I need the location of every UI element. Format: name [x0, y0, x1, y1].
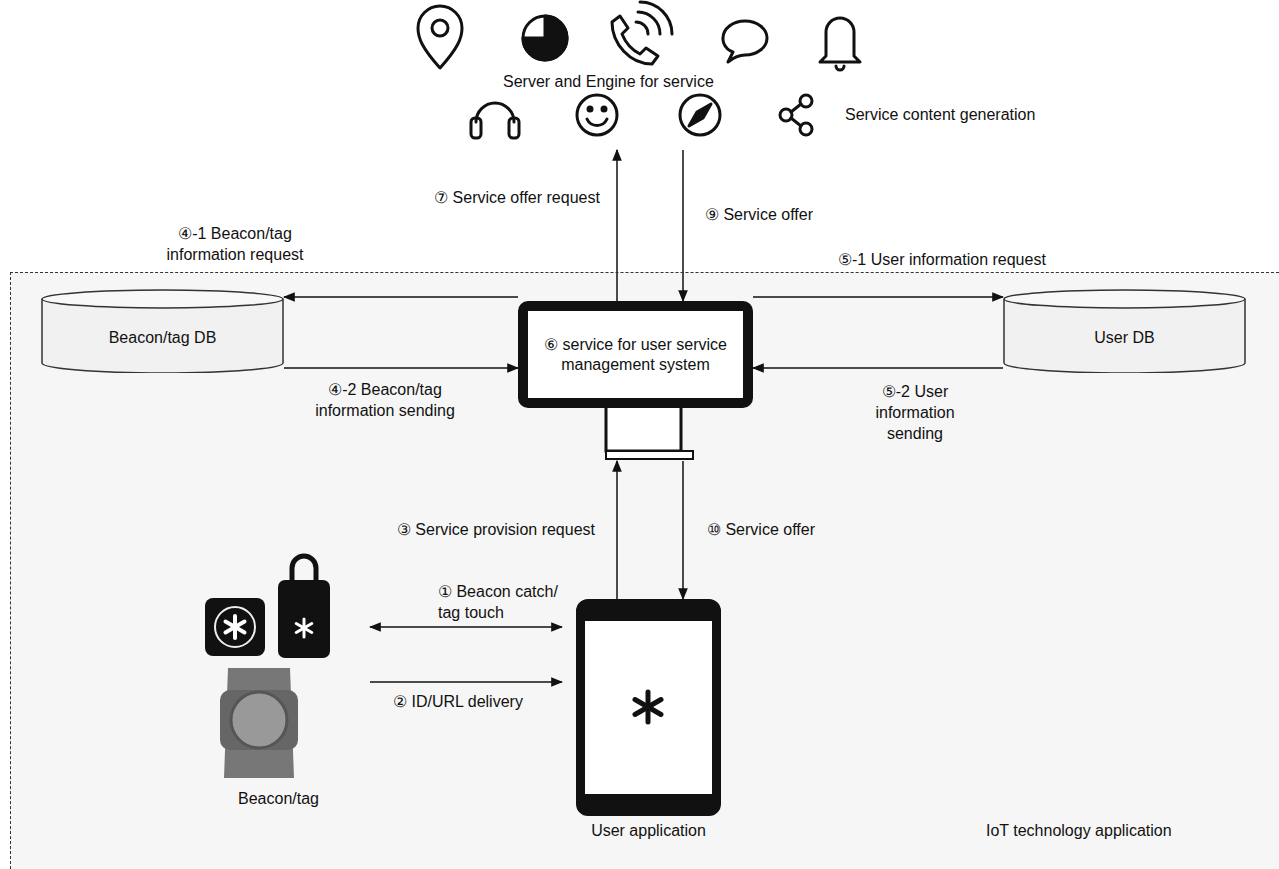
arrow-connector	[284, 296, 518, 298]
system-name: ⑥ service for user service management sy…	[543, 335, 728, 373]
iot-region: IoT technology application Beacon/tag DB ⑥…	[10, 272, 1279, 869]
database-name: User DB	[1003, 289, 1246, 373]
database-cylinder: User DB	[1003, 289, 1246, 373]
asterisk-stroke	[635, 700, 661, 715]
arrow-connector	[370, 626, 562, 628]
region-ground	[10, 272, 1279, 869]
database-cylinder: Beacon/tag DB	[41, 289, 284, 373]
arrow-connector	[753, 367, 1003, 369]
arrow-connector	[682, 150, 684, 301]
beacon-illustration	[205, 556, 330, 778]
engine-title: Server and Engine for service	[503, 72, 763, 92]
arrow-connector	[370, 681, 562, 683]
arrow-connector	[753, 296, 1003, 298]
edge-label: ③ Service provision request	[330, 520, 595, 541]
arrow-connector	[284, 367, 518, 369]
phone-box: User application	[576, 599, 721, 816]
edge-label: ⑦ Service offer request	[432, 188, 602, 209]
monitor-box: ⑥ service for user service management sy…	[518, 301, 753, 461]
cylinder-top	[1004, 290, 1245, 308]
device-caption: User application	[546, 821, 751, 841]
beacon-tag-group: Beacon/tag	[191, 561, 366, 813]
monitor-screen: ⑥ service for user service management sy…	[518, 301, 753, 408]
asterisk-stroke	[225, 622, 244, 633]
service-icons	[418, 2, 860, 138]
region-title: IoT technology application	[986, 821, 1246, 841]
database-name: Beacon/tag DB	[41, 289, 284, 373]
edge-label: ⑨ Service offer	[705, 205, 875, 226]
stand-base	[606, 451, 693, 459]
arrow-connector	[616, 461, 618, 599]
cylinder-top	[42, 290, 283, 308]
asterisk-stroke	[635, 700, 661, 715]
engine-subtitle: Service content generation	[845, 105, 1095, 125]
edge-label: ⑤-1 User information request	[838, 250, 1138, 271]
asterisk-stroke	[296, 624, 312, 633]
stand-neck	[606, 406, 681, 451]
edge-label: ④-1 Beacon/tag information request	[140, 224, 330, 266]
asterisk-stroke	[225, 622, 244, 633]
edge-label: ① Beacon catch/ tag touch	[438, 582, 568, 624]
device-caption: Beacon/tag	[191, 789, 366, 809]
edge-label: ② ID/URL delivery	[393, 692, 583, 713]
asterisk-stroke	[296, 624, 312, 633]
service-engine-group: Server and Engine for serviceService con…	[420, 0, 1100, 150]
edge-label: ⑩ Service offer	[707, 520, 907, 541]
arrow-connector	[616, 150, 618, 301]
edge-label: ⑤-2 User information sending	[855, 382, 975, 444]
arrow-connector	[682, 461, 684, 599]
edge-label: ④-2 Beacon/tag information sending	[300, 380, 470, 422]
phone-logo	[585, 621, 712, 794]
